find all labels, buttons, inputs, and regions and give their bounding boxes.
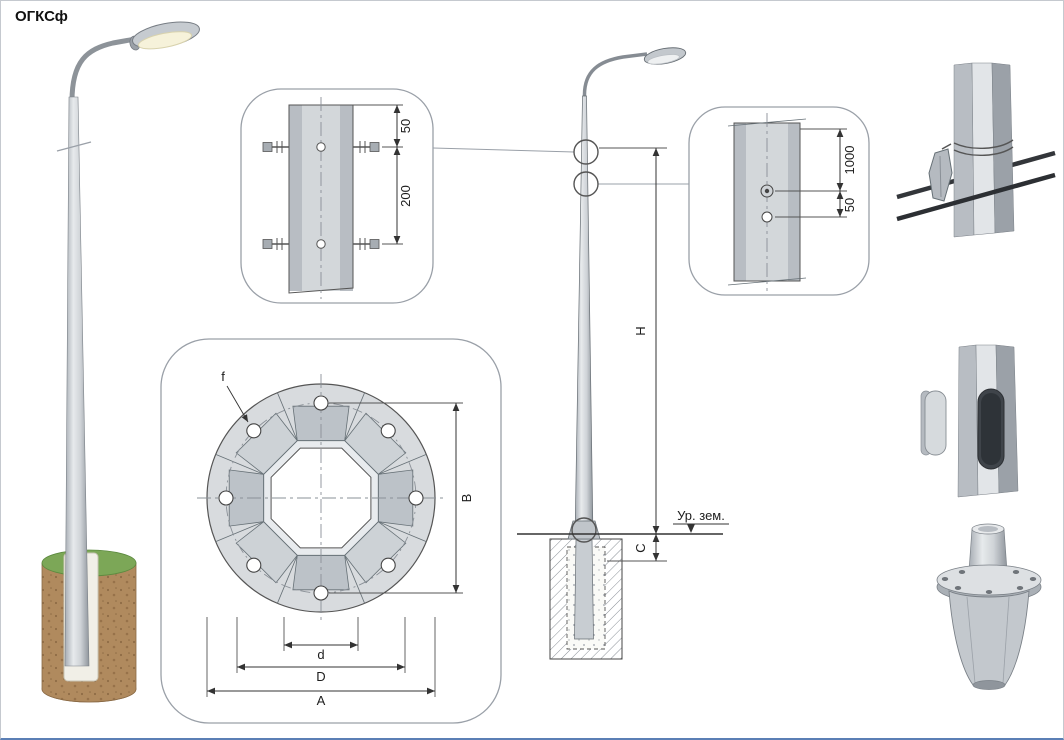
wire-tie-lower bbox=[953, 146, 1014, 157]
detail-marker-circle-lower bbox=[573, 171, 599, 197]
dim-A-group: A bbox=[206, 617, 436, 708]
bolt-hole bbox=[246, 423, 262, 439]
dim-B-group: B bbox=[329, 402, 474, 594]
plate-outline bbox=[288, 104, 354, 294]
elevation-lamp-arm bbox=[582, 52, 648, 97]
bolt-hole bbox=[246, 557, 262, 573]
suspension-rod-front bbox=[896, 172, 1056, 222]
skirt-facet-line bbox=[966, 596, 976, 684]
stud-bolt-upper-right bbox=[353, 141, 380, 153]
dim-label-d: d bbox=[317, 647, 324, 662]
base-bell-flange bbox=[567, 520, 601, 540]
plate-left-strip bbox=[289, 105, 302, 291]
skirt-facet-line-2 bbox=[1002, 596, 1010, 684]
bolt-hole bbox=[380, 557, 396, 573]
pole-elevation-drawing: Ур. зем. H C bbox=[517, 47, 729, 660]
lamp-head bbox=[129, 21, 200, 51]
elevation-lamp-head bbox=[643, 47, 687, 65]
access-door-render bbox=[920, 344, 1019, 498]
dim-label-1000: 1000 bbox=[842, 146, 857, 175]
stud-bolt-lower-left bbox=[262, 238, 289, 250]
dim-label-f: f bbox=[221, 369, 225, 384]
center-hole-octagon bbox=[270, 447, 372, 549]
dim-label-H: H bbox=[633, 326, 648, 335]
right-flat-detail-callout: 1000 50 bbox=[688, 106, 870, 296]
lamp-arm bbox=[69, 35, 142, 102]
elevation-pole-embedded bbox=[574, 538, 594, 640]
dim-label-50: 50 bbox=[398, 119, 413, 133]
flange-hole bbox=[985, 590, 993, 594]
flange-hole bbox=[941, 577, 949, 581]
dim-1000-group: 1000 bbox=[775, 128, 857, 192]
detail-marker-circle-upper bbox=[573, 139, 599, 165]
bolt-hole bbox=[380, 423, 396, 439]
flange-gussets bbox=[228, 405, 414, 591]
door-pole-facet-left bbox=[957, 344, 979, 498]
plate-right-strip bbox=[340, 105, 353, 291]
flange-plan-view-callout: f B d D A bbox=[160, 338, 502, 724]
pole-facet-mid bbox=[971, 62, 996, 236]
dim-200-group: 200 bbox=[382, 147, 413, 245]
clamp-seam bbox=[939, 155, 942, 198]
page-title: ОГКСф bbox=[15, 8, 68, 25]
flange-render-bolt-holes bbox=[941, 570, 1037, 594]
base-flange-render bbox=[936, 523, 1042, 690]
dim-label-D: D bbox=[316, 669, 325, 684]
flange-hole bbox=[958, 570, 966, 574]
pole-top-assembly-render bbox=[896, 62, 1056, 238]
flange-hole bbox=[954, 586, 962, 590]
dim-label-A: A bbox=[317, 693, 326, 708]
leader-line-left-detail bbox=[432, 147, 575, 153]
dim-label-B: B bbox=[459, 494, 474, 503]
center-bolt-dot bbox=[764, 188, 770, 194]
plate2-right-strip bbox=[788, 123, 800, 281]
door-cover bbox=[924, 390, 947, 456]
flange-skirt bbox=[948, 590, 1030, 686]
plate2-left-strip bbox=[734, 123, 746, 281]
dim-label-C: C bbox=[633, 543, 648, 552]
ground-level-group: Ур. зем. bbox=[517, 508, 729, 535]
plate-hole-lower bbox=[316, 239, 326, 249]
dim-f-group: f bbox=[221, 369, 249, 423]
height-dimension-group: H bbox=[599, 147, 667, 534]
flange-hole bbox=[1029, 577, 1037, 581]
bolt-hole bbox=[313, 585, 329, 601]
ground-arrow bbox=[687, 524, 695, 533]
embedment-dimension-group: C bbox=[607, 534, 667, 562]
dim-label-50-right: 50 bbox=[842, 198, 857, 212]
bolt-hole bbox=[313, 395, 329, 411]
flange-tube-bore bbox=[978, 526, 998, 532]
stud-bolt-lower-right bbox=[353, 238, 380, 250]
bolt-hole bbox=[408, 490, 424, 506]
flange-hole bbox=[1012, 570, 1020, 574]
pole-facet-left bbox=[953, 62, 975, 238]
flange-bolt-holes bbox=[218, 395, 424, 601]
lower-hole bbox=[761, 211, 773, 223]
flange-hole bbox=[1016, 586, 1024, 590]
door-opening-inner bbox=[981, 393, 1001, 465]
stud-bolt-upper-left bbox=[262, 141, 289, 153]
ground-level-label: Ур. зем. bbox=[677, 508, 725, 523]
dim-label-200: 200 bbox=[398, 185, 413, 207]
detail-marker-circle-base bbox=[571, 517, 597, 543]
bolt-hole bbox=[218, 490, 234, 506]
pole-shaft bbox=[64, 96, 90, 667]
dim-D-group: D bbox=[236, 617, 406, 684]
skirt-bottom bbox=[972, 680, 1006, 690]
dim-d-group: d bbox=[283, 617, 359, 662]
plate-hole-upper bbox=[316, 142, 326, 152]
pole-seam-mark bbox=[56, 141, 92, 152]
clamp-hook-link bbox=[941, 143, 952, 150]
lamp-pole-3d-render bbox=[41, 21, 200, 703]
wire-tie-upper bbox=[953, 139, 1014, 150]
lamp-diffuser bbox=[137, 31, 193, 50]
top-flat-detail-callout: 50 200 bbox=[240, 88, 434, 304]
dim-50-right-group: 50 bbox=[775, 191, 857, 218]
flange-radial-lines bbox=[215, 392, 427, 604]
